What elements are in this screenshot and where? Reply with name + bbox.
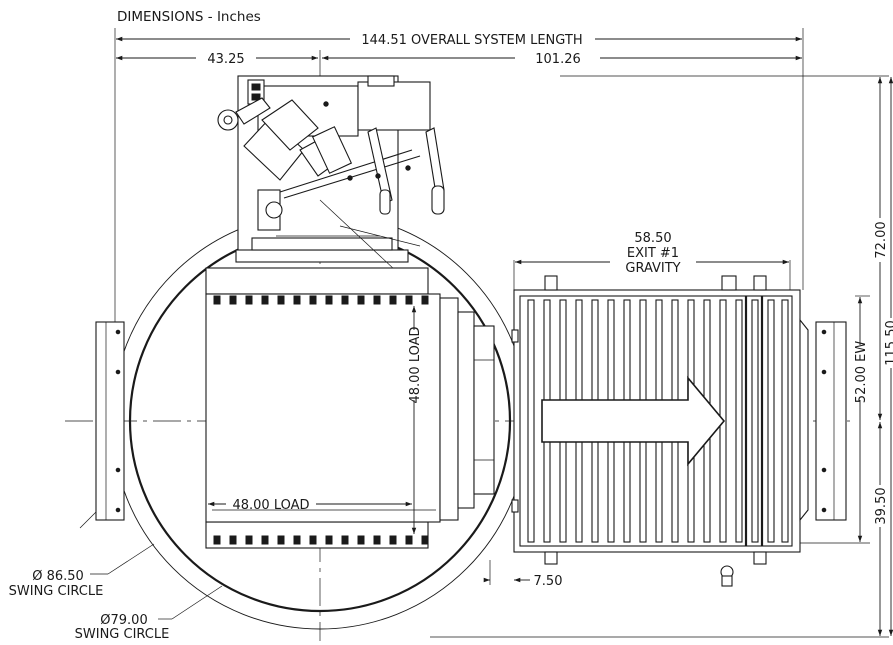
flow-direction-arrow (541, 375, 726, 467)
load-vertical-dimension: 48.00 LOAD (408, 306, 423, 534)
inner-swing-callout: Ø79.00 SWING CIRCLE (75, 585, 223, 642)
load-horizontal-label: 48.00 LOAD (232, 498, 309, 513)
outer-swing-value: Ø 86.50 (32, 569, 84, 584)
height-total-dimension: 115.50 (884, 77, 893, 636)
left-offset-label: 43.25 (207, 52, 244, 67)
load-horizontal-dimension: 48.00 LOAD (208, 498, 412, 513)
inner-swing-label: SWING CIRCLE (75, 627, 170, 641)
right-offset-dimension: 101.26 (322, 52, 802, 67)
right-offset-label: 101.26 (535, 52, 581, 67)
outer-swing-callout: Ø 86.50 SWING CIRCLE (9, 543, 155, 599)
gap-label: 7.50 (534, 574, 563, 589)
drawing-title: DIMENSIONS - Inches (117, 9, 261, 25)
upper-mechanism (217, 75, 471, 341)
load-vertical-label: 48.00 LOAD (408, 326, 423, 403)
exit-conveyor (511, 275, 809, 587)
right-side-bar (815, 321, 847, 521)
exit-number-label: EXIT #1 (627, 246, 679, 261)
overall-length-label: 144.51 OVERALL SYSTEM LENGTH (361, 33, 582, 48)
exit-ew-dimension: 52.00 EW (854, 297, 869, 542)
exit-width-dimension: 58.50 EXIT #1 GRAVITY (515, 231, 789, 276)
height-total-label: 115.50 (884, 320, 893, 366)
exit-width-label: 58.50 (634, 231, 671, 246)
left-offset-dimension: 43.25 (116, 52, 318, 67)
carriage-teeth-bottom (213, 535, 429, 545)
exit-type-label: GRAVITY (625, 261, 680, 276)
gap-dimension: 7.50 (483, 574, 563, 589)
inner-swing-value: Ø79.00 (100, 613, 147, 628)
left-side-bar (79, 321, 125, 529)
load-carriage (205, 267, 495, 549)
outer-swing-label: SWING CIRCLE (9, 584, 104, 599)
exit-ew-label: 52.00 EW (854, 341, 869, 404)
height-lower-label: 39.50 (874, 487, 889, 524)
height-upper-dimension: 72.00 (874, 77, 889, 420)
height-upper-label: 72.00 (874, 221, 889, 258)
height-lower-dimension: 39.50 (874, 422, 889, 636)
overall-length-dimension: 144.51 OVERALL SYSTEM LENGTH (116, 33, 802, 48)
carriage-teeth-top (213, 295, 429, 305)
